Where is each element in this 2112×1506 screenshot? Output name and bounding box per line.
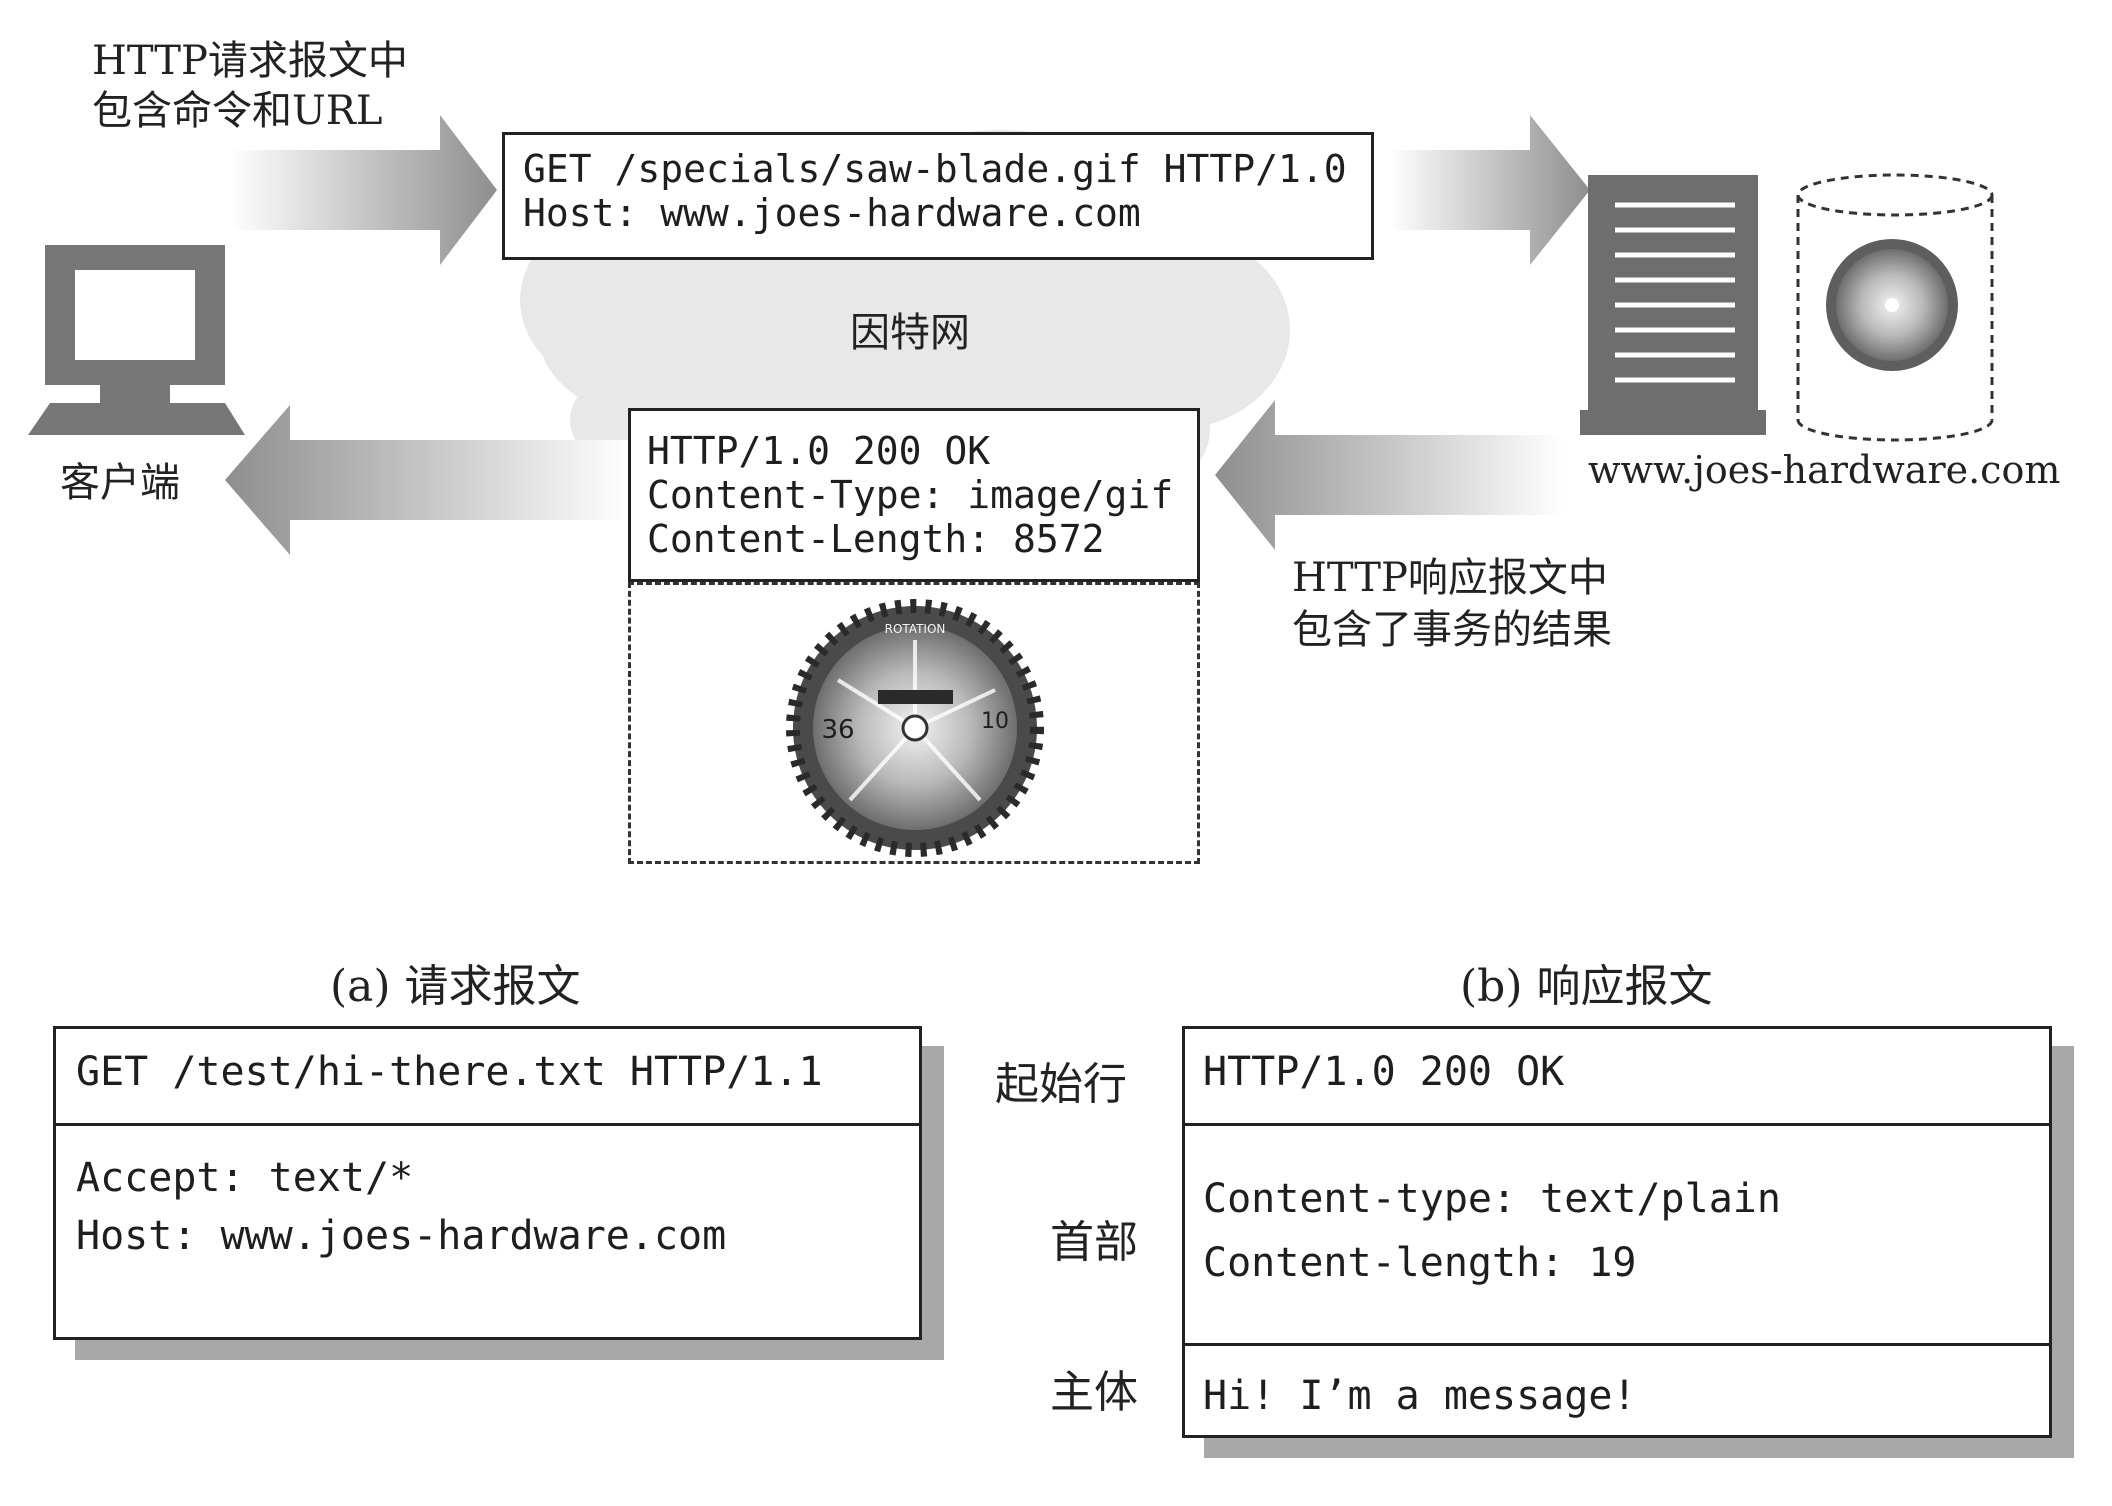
saw-blade-teeth: 36 [821, 715, 854, 745]
request-title: (a) 请求报文 [330, 961, 581, 1012]
response-start-line: HTTP/1.0 200 OK [1203, 1049, 1565, 1095]
response-line: Content-Type: image/gif [647, 473, 1174, 517]
request-header: Accept: text/* [76, 1155, 414, 1201]
response-message-structure: HTTP/1.0 200 OK Content-type: text/plain… [1182, 1026, 2052, 1438]
response-title: (b) 响应报文 [1460, 961, 1713, 1012]
response-header: Content-length: 19 [1203, 1240, 1637, 1286]
response-header: Content-type: text/plain [1203, 1176, 1781, 1222]
response-body: Hi! I’m a message! [1203, 1373, 1637, 1419]
server-label: www.joes-hardware.com [1588, 448, 2061, 492]
internet-label: 因特网 [850, 310, 970, 356]
request-arrow-right [1390, 115, 1590, 265]
request-message-box: GET /specials/saw-blade.gif HTTP/1.0 Hos… [502, 132, 1374, 260]
saw-blade-size: 10 [981, 709, 1009, 734]
response-line: HTTP/1.0 200 OK [647, 429, 991, 473]
saw-blade-small-icon [1826, 239, 1958, 371]
request-line: Host: www.joes-hardware.com [523, 191, 1141, 235]
request-line: GET /specials/saw-blade.gif HTTP/1.0 [523, 147, 1347, 191]
database-icon [1796, 173, 1994, 442]
saw-blade-brand: ROTATION [885, 622, 946, 636]
response-message-box: HTTP/1.0 200 OK Content-Type: image/gif … [628, 408, 1200, 582]
response-headers: Content-type: text/plain Content-length:… [1185, 1167, 2049, 1295]
response-line: Content-Length: 8572 [647, 517, 1105, 561]
headers-label: 首部 [1050, 1217, 1138, 1268]
request-caption-line: 包含命令和URL [92, 88, 383, 134]
response-arrow-left [225, 405, 630, 555]
body-label: 主体 [1050, 1367, 1138, 1418]
request-arrow-left [230, 115, 497, 265]
request-header: Host: www.joes-hardware.com [76, 1213, 727, 1259]
request-start-line: GET /test/hi-there.txt HTTP/1.1 [76, 1049, 823, 1095]
saw-blade-image-icon: ROTATION 36 10 [786, 599, 1044, 857]
response-caption: HTTP响应报文中 包含了事务的结果 [1292, 552, 1612, 656]
response-caption-line: 包含了事务的结果 [1292, 607, 1612, 653]
start-line-label: 起始行 [995, 1059, 1127, 1110]
response-arrow-right [1215, 400, 1565, 550]
request-caption-line: HTTP请求报文中 [92, 38, 408, 84]
server-icon [1580, 175, 1766, 435]
request-headers: Accept: text/* Host: www.joes-hardware.c… [56, 1149, 919, 1265]
request-caption: HTTP请求报文中 包含命令和URL [92, 36, 408, 136]
request-message-structure: GET /test/hi-there.txt HTTP/1.1 Accept: … [53, 1026, 922, 1340]
client-label: 客户端 [60, 460, 180, 506]
response-body-frame [628, 582, 1200, 864]
computer-icon [28, 245, 245, 435]
response-caption-line: HTTP响应报文中 [1292, 555, 1608, 601]
